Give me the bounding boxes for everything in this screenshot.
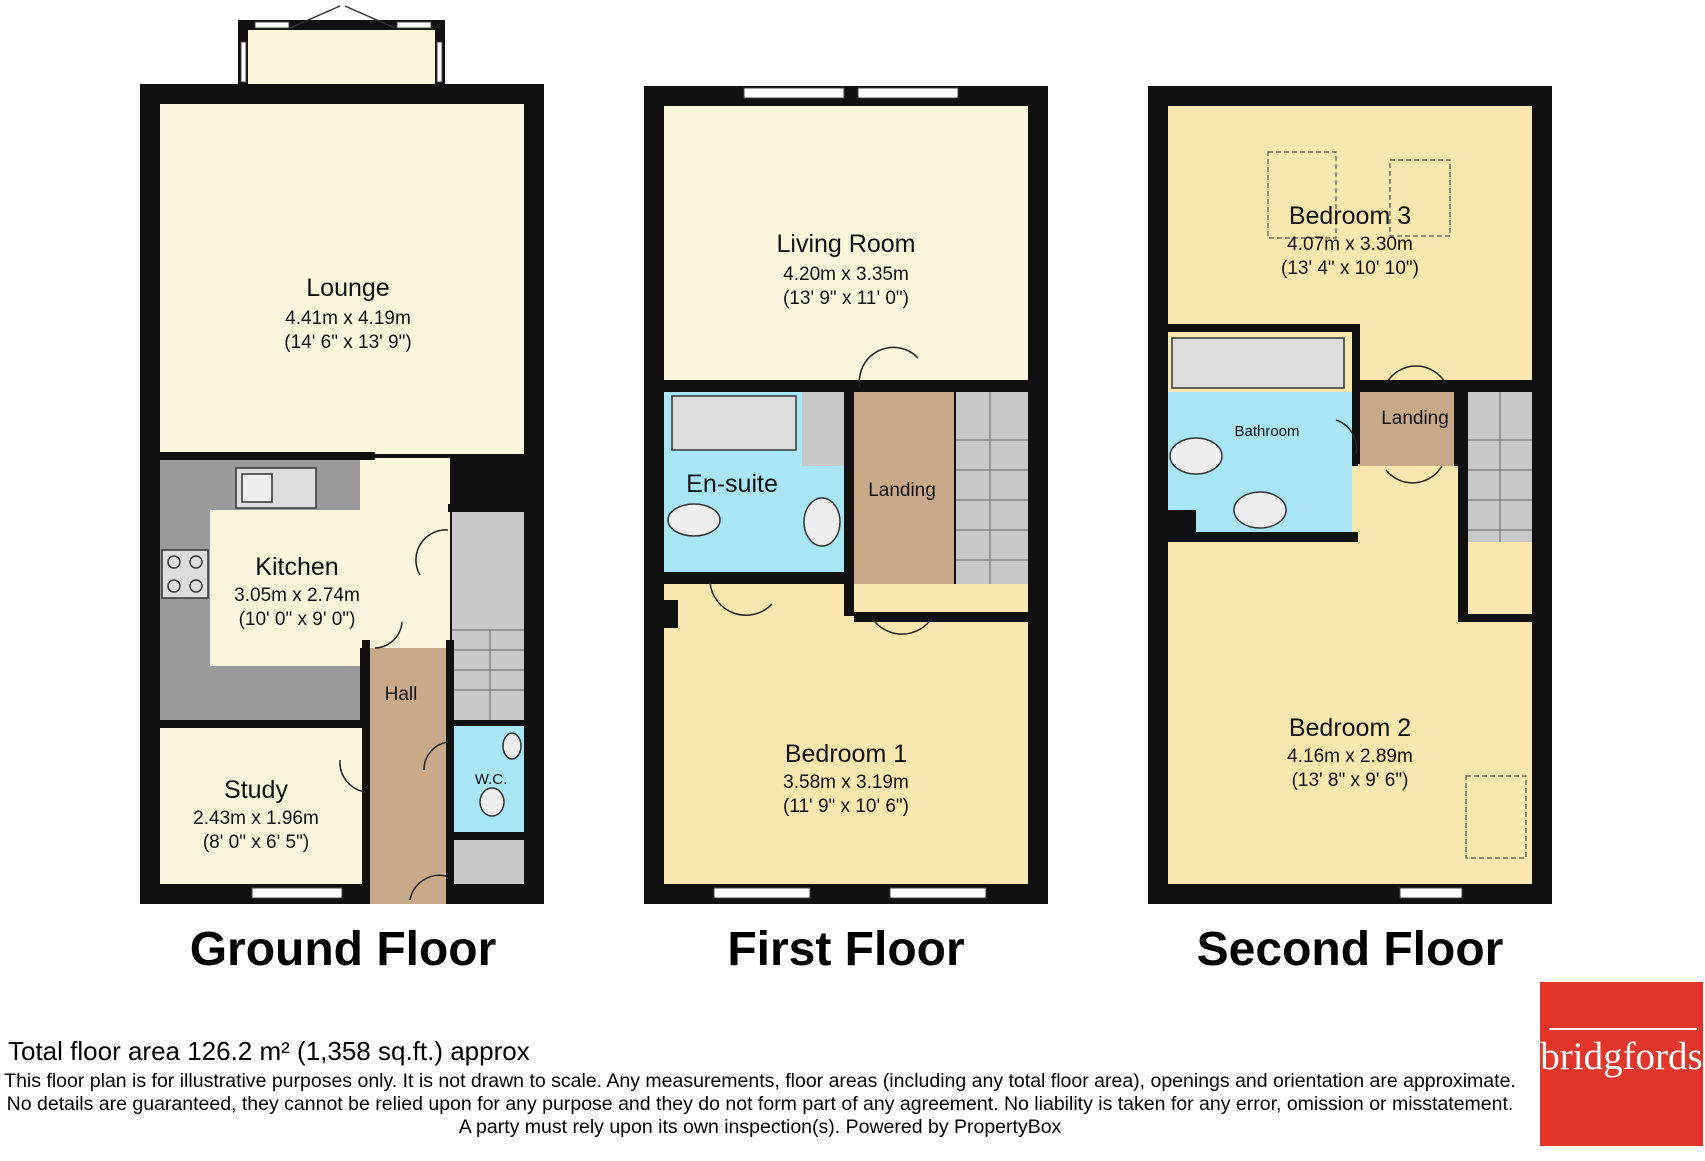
first-landing-name: Landing (868, 480, 936, 501)
hall-area (370, 648, 448, 904)
bedroom-2-imperial: (13' 8" x 9' 6") (1292, 770, 1409, 791)
bay-window (238, 5, 445, 92)
bedroom-1-imperial: (11' 9" x 10' 6") (783, 796, 909, 817)
first-floor-plan (644, 86, 1048, 904)
lounge-name: Lounge (306, 274, 389, 302)
bedroom-1-area (664, 584, 1028, 884)
total-floor-area: Total floor area 126.2 m² (1,358 sq.ft.)… (8, 1036, 530, 1066)
bathroom-name: Bathroom (1234, 423, 1299, 440)
bedroom-2-area (1168, 542, 1532, 884)
bedroom-3-imperial: (13' 4" x 10' 10") (1281, 258, 1419, 279)
bedroom-3-metric: 4.07m x 3.30m (1287, 234, 1413, 255)
lounge-imperial: (14' 6" x 13' 9") (284, 332, 411, 353)
logo-text: bridgfords (1540, 1035, 1703, 1078)
second-landing-name: Landing (1381, 408, 1449, 429)
first-floor-title: First Floor (727, 923, 964, 976)
kitchen-metric: 3.05m x 2.74m (234, 585, 360, 606)
second-floor-plan (1148, 86, 1552, 904)
bedroom-1-metric: 3.58m x 3.19m (783, 772, 909, 793)
study-metric: 2.43m x 1.96m (193, 808, 319, 829)
second-landing-area (1358, 392, 1454, 466)
disclaimer-text: This floor plan is for illustrative purp… (4, 1070, 1516, 1138)
first-stairs (956, 392, 1028, 614)
study-imperial: (8' 0" x 6' 5") (203, 832, 309, 853)
en-suite-name: En-suite (686, 470, 778, 498)
kitchen-imperial: (10' 0" x 9' 0") (239, 609, 356, 630)
ground-stairs (452, 512, 524, 724)
living-room-area (664, 106, 1028, 380)
lounge-area (160, 104, 524, 454)
wc-name: W.C. (475, 771, 508, 788)
kitchen-name: Kitchen (255, 553, 338, 581)
bedroom-2-metric: 4.16m x 2.89m (1287, 746, 1413, 767)
study-area (160, 728, 362, 884)
first-landing-area (854, 392, 954, 614)
ground-floor-title: Ground Floor (190, 923, 497, 976)
living-room-imperial: (13' 9" x 11' 0") (783, 288, 909, 309)
living-room-metric: 4.20m x 3.35m (783, 264, 909, 285)
study-name: Study (224, 776, 288, 804)
lounge-metric: 4.41m x 4.19m (285, 308, 411, 329)
ground-floor-plan (140, 5, 544, 904)
bedroom-1-name: Bedroom 1 (785, 740, 907, 768)
hall-name: Hall (385, 684, 418, 705)
floor-plan-diagram: Lounge 4.41m x 4.19m (14' 6" x 13' 9") K… (140, 5, 1552, 976)
second-floor-title: Second Floor (1197, 923, 1504, 976)
bridgfords-logo: bridgfords (1540, 982, 1703, 1146)
logo-rule (1549, 1028, 1697, 1030)
living-room-name: Living Room (777, 230, 916, 258)
bedroom-3-name: Bedroom 3 (1289, 202, 1411, 230)
bedroom-2-name: Bedroom 2 (1289, 714, 1411, 742)
